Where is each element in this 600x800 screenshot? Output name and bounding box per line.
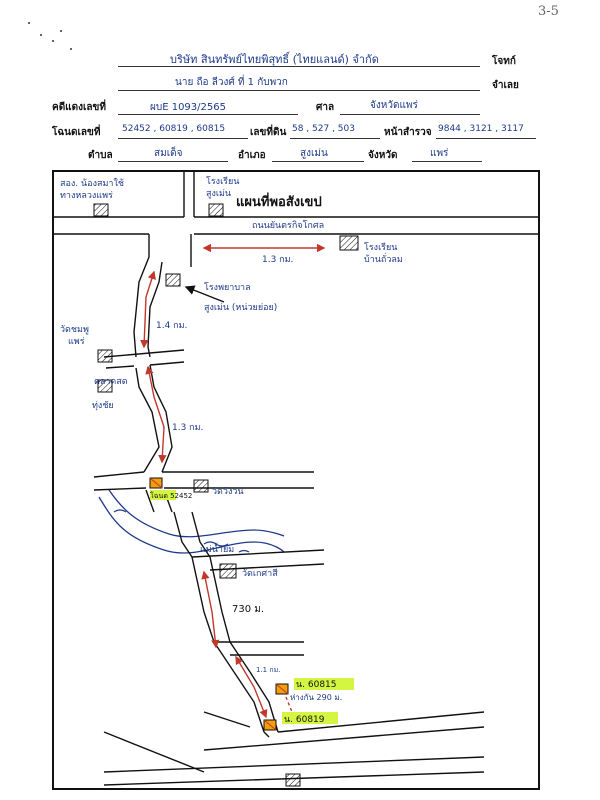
label-police2: สูงเม่น (หน่วยย่อย) <box>204 303 277 313</box>
label-main-road: ถนนยันตรกิจโกศล <box>252 220 324 231</box>
district-label: อำเภอ <box>238 150 266 161</box>
page-number: 3-5 <box>538 4 559 19</box>
land-no-label: เลขที่ดิน <box>250 127 287 138</box>
deed-label: โฉนดเลขที่ <box>52 127 101 138</box>
school-top-icon <box>208 203 224 217</box>
defendant-line <box>118 90 480 91</box>
label-dist-730: 730 ม. <box>232 604 264 615</box>
survey-label: หน้าสำรวจ <box>384 127 432 138</box>
defendant-label: จำเลย <box>492 80 519 91</box>
label-temple2: วัดวังวน <box>212 487 244 497</box>
deed-line <box>118 138 248 139</box>
sketch-map: สอง. น้องสมาใช้ ทางหลวงแพร่ โรงเรียน สูง… <box>52 170 540 790</box>
survey-line <box>436 138 536 139</box>
highlight-60815 <box>294 678 354 690</box>
scan-speck <box>28 22 30 24</box>
case-line <box>118 114 298 115</box>
label-gas-station2: สูงเม่น <box>206 189 231 199</box>
river <box>98 489 285 554</box>
market-icon <box>97 379 113 393</box>
label-temple3: วัดเกศาสี <box>242 568 278 579</box>
province-line <box>412 161 482 162</box>
plaintiff-label: โจทก์ <box>492 56 516 67</box>
map-buildings <box>93 203 359 787</box>
scan-speck <box>40 34 42 36</box>
police-icon <box>165 273 181 287</box>
label-river: แม่น้ำยม <box>200 542 234 555</box>
scan-speck <box>60 30 62 32</box>
survey-value: 9844 , 3121 , 3117 <box>438 124 524 134</box>
subdistrict-value: สมเด็จ <box>154 148 183 159</box>
deed-value: 52452 , 60819 , 60815 <box>122 124 226 134</box>
label-walk: ห่างกัน 290 ม. <box>290 693 342 702</box>
case-value: ผบE 1093/2565 <box>150 102 226 113</box>
case-label: คดีแดงเลขที่ <box>52 102 106 113</box>
label-market2: ทุ่งชัย <box>92 401 114 411</box>
label-market: ตลาดสด <box>94 377 128 387</box>
hospital-icon <box>339 235 359 251</box>
district-value: สูงเม่น <box>300 148 328 159</box>
deed-plots <box>149 477 289 731</box>
highlight-60819 <box>282 712 338 724</box>
bottom-building-icon <box>285 773 301 787</box>
lower-road <box>103 511 485 786</box>
label-temple1: วัดชมพู <box>60 325 89 335</box>
court-line <box>340 114 480 115</box>
highlight-52452 <box>150 490 176 500</box>
district-line <box>272 161 364 162</box>
label-dist-1-1: 1.1 กม. <box>256 666 280 674</box>
scan-speck <box>70 48 72 50</box>
plaintiff-line <box>118 66 480 67</box>
pointer-arrow <box>184 285 225 303</box>
land-no-value: 58 , 527 , 503 <box>292 124 355 134</box>
label-school-tl2: ทางหลวงแพร่ <box>60 191 113 201</box>
court-label: ศาล <box>316 102 335 113</box>
map-drawing: สอง. น้องสมาใช้ ทางหลวงแพร่ โรงเรียน สูง… <box>54 172 538 787</box>
label-police: โรงพยาบาล <box>204 282 251 293</box>
label-dist-1-4: 1.4 กม. <box>156 321 187 331</box>
label-distance-top: 1.3 กม. <box>262 255 293 265</box>
temple1-icon <box>97 349 113 363</box>
route-arrows <box>140 243 326 719</box>
map-title: แผนที่พอสังเขป <box>236 192 322 210</box>
defendant-value: นาย ถือ ลีวงศ์ ที่ 1 กับพวก <box>175 77 288 88</box>
top-road <box>54 172 538 235</box>
label-hospital: โรงเรียน <box>364 242 397 253</box>
subdistrict-label: ตำบล <box>88 150 113 161</box>
province-label: จังหวัด <box>368 150 398 161</box>
label-gas-station: โรงเรียน <box>206 176 239 187</box>
label-dist-1-3: 1.3 กม. <box>172 423 203 433</box>
label-deed2: น. 60815 <box>296 680 337 690</box>
court-value: จังหวัดแพร่ <box>370 100 418 111</box>
school-tl-icon <box>93 203 109 217</box>
label-temple1b: แพร่ <box>68 337 85 347</box>
subdistrict-line <box>118 161 228 162</box>
label-deed1: โฉนด 52452 <box>150 491 192 500</box>
scan-speck <box>52 40 54 42</box>
plaintiff-value: บริษัท สินทรัพย์ไทยพิสุทธิ์ (ไทยแลนด์) จ… <box>170 53 379 66</box>
temple3-icon <box>219 563 237 579</box>
province-value: แพร่ <box>430 148 449 159</box>
temple2-icon <box>193 479 209 493</box>
route-road <box>93 234 314 513</box>
label-school-tl: สอง. น้องสมาใช้ <box>60 178 124 189</box>
land-no-line <box>290 138 380 139</box>
label-hospital2: บ้านถั่วลม <box>364 252 403 265</box>
label-deed3: น. 60819 <box>284 715 325 725</box>
